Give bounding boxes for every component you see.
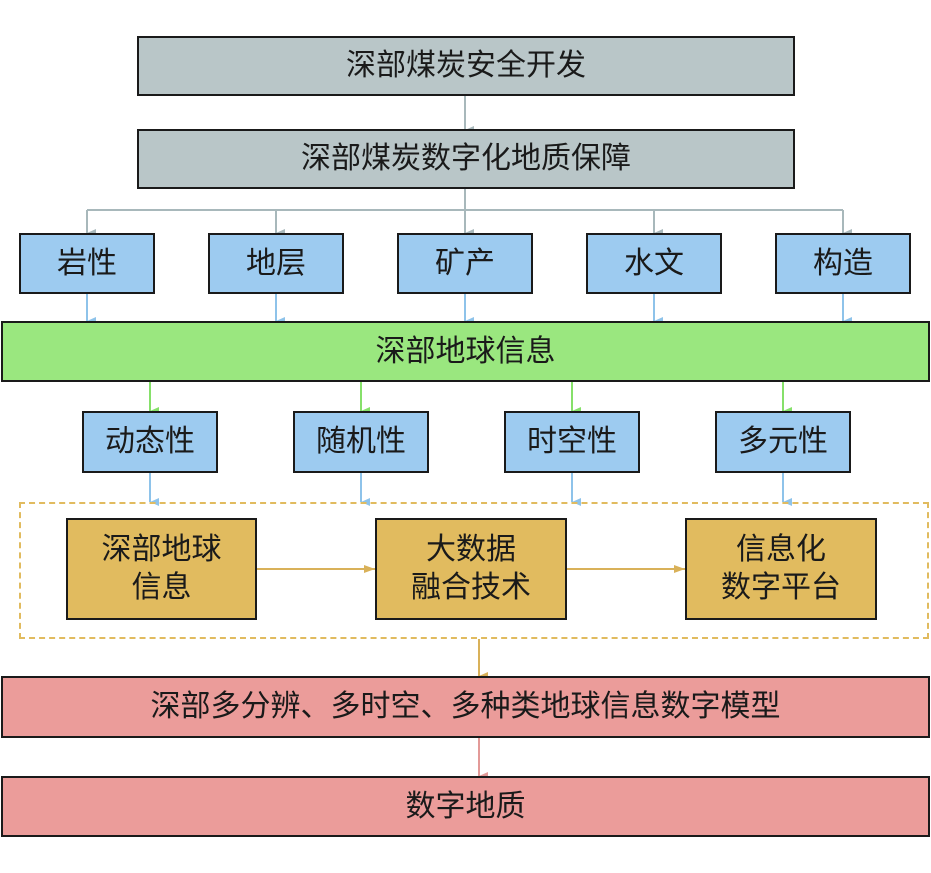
digital-geology-box: 数字地质 <box>1 776 930 837</box>
property-label: 动态性 <box>105 424 195 459</box>
property-box-dynamic: 动态性 <box>82 411 218 473</box>
digital-geology-label: 数字地质 <box>405 788 526 824</box>
category-box-structure: 构造 <box>775 233 911 294</box>
goal-box: 深部煤炭安全开发 <box>137 36 795 96</box>
property-box-multivariate: 多元性 <box>715 411 851 473</box>
process-step-line: 大数据 <box>426 532 516 567</box>
process-step-digital-platform: 信息化 数字平台 <box>685 518 877 620</box>
process-step-line: 信息 <box>131 570 192 605</box>
process-step-line: 融合技术 <box>411 570 531 605</box>
category-box-mineral: 矿产 <box>397 233 533 294</box>
category-box-lithology: 岩性 <box>19 233 155 294</box>
process-step-line: 数字平台 <box>721 570 841 605</box>
property-box-random: 随机性 <box>293 411 429 473</box>
earth-info-box: 深部地球信息 <box>1 321 930 382</box>
category-label: 构造 <box>813 245 873 281</box>
guarantee-label: 深部煤炭数字化地质保障 <box>301 141 631 176</box>
property-label: 时空性 <box>527 424 617 459</box>
property-label: 多元性 <box>738 424 828 459</box>
category-label: 岩性 <box>57 245 117 281</box>
process-step-line: 信息化 <box>736 532 826 567</box>
goal-label: 深部煤炭安全开发 <box>346 48 586 83</box>
process-step-line: 深部地球 <box>101 532 222 567</box>
property-label: 随机性 <box>316 424 406 459</box>
category-box-hydrology: 水文 <box>586 233 722 294</box>
process-group-frame <box>19 502 929 639</box>
guarantee-box: 深部煤炭数字化地质保障 <box>137 129 795 189</box>
category-box-strata: 地层 <box>208 233 344 294</box>
earth-info-label: 深部地球信息 <box>375 333 556 369</box>
category-label: 地层 <box>246 245 306 281</box>
process-step-big-data-fusion: 大数据 融合技术 <box>375 518 567 620</box>
digital-model-label: 深部多分辨、多时空、多种类地球信息数字模型 <box>150 689 781 724</box>
property-box-spatiotemporal: 时空性 <box>504 411 640 473</box>
digital-model-box: 深部多分辨、多时空、多种类地球信息数字模型 <box>1 676 930 738</box>
category-label: 水文 <box>624 245 684 281</box>
process-step-earth-info: 深部地球 信息 <box>66 518 257 620</box>
category-label: 矿产 <box>435 245 495 281</box>
